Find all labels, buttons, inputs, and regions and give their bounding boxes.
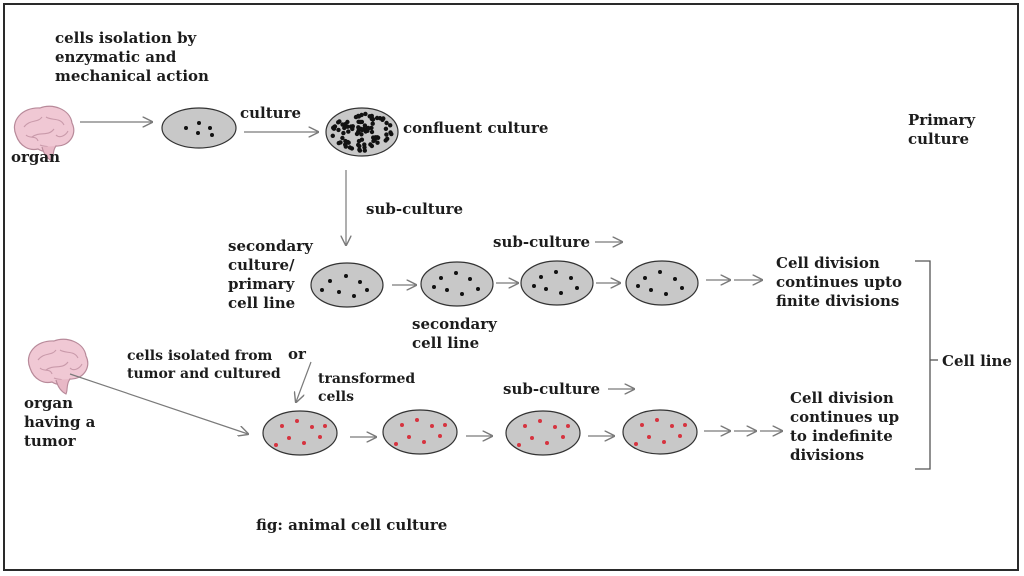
secondary-cell-line-label: secondary cell line xyxy=(412,315,497,352)
tumor-culture-dish xyxy=(262,410,338,456)
cell-dot xyxy=(340,122,345,127)
cell-dot xyxy=(346,129,351,134)
cell-dot xyxy=(388,130,393,135)
confluent-dish xyxy=(325,107,399,157)
cell-dot xyxy=(345,124,350,129)
cell-dot xyxy=(362,123,368,128)
cell-dot xyxy=(369,129,375,135)
cell-dot xyxy=(362,145,367,150)
cell-dot xyxy=(370,117,376,122)
cell-dot xyxy=(380,117,385,123)
indefinite-divisions-label: Cell division continues up to indefinite… xyxy=(790,389,900,464)
confluent-culture-label: confluent culture xyxy=(403,119,549,137)
cell-dot xyxy=(368,142,373,147)
cell-dot xyxy=(336,127,341,133)
brain-icon xyxy=(27,338,89,395)
primary-culture-label: Primary culture xyxy=(908,111,976,148)
cell-dot xyxy=(343,142,348,147)
finite-divisions-label: Cell division continues upto finite divi… xyxy=(776,254,903,310)
isolation-label: cells isolation by enzymatic and mechani… xyxy=(55,29,209,85)
arrow xyxy=(296,361,312,402)
arrow xyxy=(69,373,248,434)
cell-dot xyxy=(357,148,363,153)
figure-frame xyxy=(3,3,1019,571)
cell-line-label: Cell line xyxy=(942,352,1012,370)
cell-dot xyxy=(331,125,336,130)
culture-dish xyxy=(310,262,384,308)
cell-dot xyxy=(383,126,389,131)
culture-dish xyxy=(520,260,594,306)
culture-dish xyxy=(161,107,237,149)
subculture-label: sub-culture xyxy=(503,380,601,398)
cell-dot xyxy=(384,120,389,126)
cell-dot xyxy=(359,137,365,142)
cell-dot xyxy=(383,138,388,143)
cell-dot xyxy=(370,121,375,126)
cell-dot xyxy=(340,135,345,141)
cell-line-bracket xyxy=(915,260,931,470)
cell-dot xyxy=(384,132,389,137)
tumor-culture-dish xyxy=(622,409,698,455)
cell-dot xyxy=(341,130,346,136)
isolated-tumor-label: cells isolated from tumor and cultured xyxy=(127,348,281,382)
or-label: or xyxy=(288,345,306,363)
tumor-culture-dish xyxy=(382,409,458,455)
cell-dot xyxy=(359,112,364,118)
cell-dot xyxy=(336,140,341,146)
tumor-culture-dish xyxy=(505,410,581,456)
subculture-label: sub-culture xyxy=(493,233,591,251)
cell-dot xyxy=(347,145,353,150)
cell-dot xyxy=(362,148,367,153)
organ-label: organ xyxy=(11,148,61,166)
culture-label: culture xyxy=(240,104,302,122)
cell-dot xyxy=(356,125,361,130)
culture-dish xyxy=(625,260,699,306)
cell-dot xyxy=(375,140,380,145)
subculture-label: sub-culture xyxy=(366,200,464,218)
cell-dot xyxy=(357,143,362,149)
cell-dot xyxy=(359,127,365,133)
cell-dot xyxy=(337,119,342,124)
cell-dot xyxy=(350,126,355,132)
cell-dot xyxy=(366,125,371,131)
cell-dot xyxy=(342,125,347,131)
figure-caption: fig: animal cell culture xyxy=(256,516,448,534)
cell-dot xyxy=(356,113,361,119)
transformed-cells-label: transformed cells xyxy=(318,371,416,405)
cell-dot xyxy=(330,133,335,138)
cell-dot xyxy=(343,138,348,144)
cell-dot xyxy=(358,119,363,125)
cell-dot xyxy=(369,125,374,131)
culture-dish xyxy=(420,261,494,307)
cell-dot xyxy=(388,123,393,128)
secondary-culture-label: secondary culture/ primary cell line xyxy=(228,237,313,312)
cell-dot xyxy=(363,111,368,117)
organ-tumor-label: organ having a tumor xyxy=(24,394,96,450)
cell-dot xyxy=(373,135,378,140)
